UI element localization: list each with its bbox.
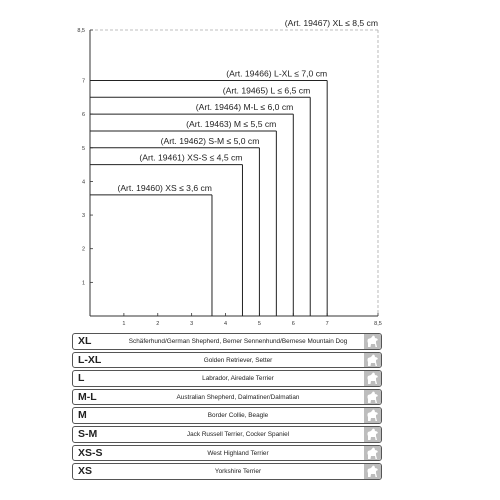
dog-badge	[364, 389, 381, 405]
y-tick-label: 8,5	[77, 28, 85, 34]
size-row: L Labrador, Airedale Terrier	[72, 370, 382, 387]
dog-silhouette-icon	[367, 428, 378, 440]
size-code: XS-S	[78, 446, 103, 459]
size-code: M	[78, 409, 87, 422]
dog-silhouette-icon	[367, 465, 378, 478]
size-code: L-XL	[78, 353, 102, 366]
y-tick-label: 2	[82, 247, 85, 253]
x-tick-label: 8,5	[374, 321, 382, 327]
dog-silhouette-icon	[367, 447, 378, 459]
breed-list: Yorkshire Terrier	[214, 468, 262, 476]
size-code: S-M	[78, 427, 98, 440]
dog-silhouette-icon	[367, 391, 378, 403]
step-label: (Art. 19463) M ≤ 5,5 cm	[186, 119, 276, 129]
size-code: XS	[78, 465, 93, 478]
y-tick-label: 4	[82, 179, 85, 185]
size-row: S-M Jack Russell Terrier, Cocker Spaniel	[72, 425, 382, 443]
step-label: (Art. 19461) XS-S ≤ 4,5 cm	[139, 153, 242, 163]
step-label: (Art. 19462) S-M ≤ 5,0 cm	[161, 136, 260, 146]
x-tick-label: 5	[258, 321, 261, 327]
step-label: (Art. 19465) L ≤ 6,5 cm	[223, 85, 311, 95]
size-row: M Border Collie, Beagle	[72, 407, 382, 424]
dog-badge	[364, 464, 381, 479]
breed-list: Golden Retriever, Setter	[203, 356, 273, 364]
size-row: XL Schäferhund/German Shepherd, Berner Se…	[72, 333, 382, 350]
dog-badge	[364, 371, 381, 386]
y-tick-label: 7	[82, 78, 85, 84]
step-label: (Art. 19467) XL ≤ 8,5 cm	[285, 18, 378, 28]
step-label: (Art. 19466) L-XL ≤ 7,0 cm	[226, 68, 327, 78]
size-row: XS-S West Highland Terrier	[72, 444, 382, 462]
size-row: M-L Australian Shepherd, Dalmatiner/Dalma…	[72, 388, 382, 406]
step-label: (Art. 19464) M-L ≤ 6,0 cm	[196, 102, 294, 112]
size-table: XL Schäferhund/German Shepherd, Berner Se…	[72, 333, 382, 482]
dog-badge	[364, 445, 381, 461]
dog-silhouette-icon	[367, 354, 378, 366]
dog-badge	[364, 426, 381, 442]
breed-list: West Highland Terrier	[207, 449, 269, 457]
step-label: (Art. 19460) XS ≤ 3,6 cm	[117, 183, 212, 193]
dog-badge	[364, 334, 381, 349]
size-step-chart: 1 2 3 4 5 6 7 8,5 1 2 3 4 5 6 7 8,5 (Art. 19467) XL ≤ 8…	[77, 18, 382, 327]
x-tick-label: 3	[190, 321, 193, 327]
size-row: XS Yorkshire Terrier	[72, 463, 382, 480]
size-code: L	[78, 372, 85, 385]
size-code: M-L	[78, 390, 97, 403]
breed-list: Australian Shepherd, Dalmatiner/Dalmatia…	[176, 393, 300, 401]
x-tick-label: 6	[292, 321, 295, 327]
y-tick-label: 3	[82, 213, 85, 219]
x-tick-label: 1	[122, 321, 125, 327]
size-row: L-XL Golden Retriever, Setter	[72, 351, 382, 369]
breed-list: Jack Russell Terrier, Cocker Spaniel	[186, 430, 290, 438]
dog-silhouette-icon	[367, 335, 378, 347]
y-tick-label: 6	[82, 112, 85, 118]
y-tick-label: 5	[82, 146, 85, 152]
y-tick-label: 1	[82, 280, 85, 286]
dog-badge	[364, 352, 381, 368]
size-code: XL	[78, 335, 92, 347]
dog-silhouette-icon	[367, 409, 378, 422]
x-tick-label: 2	[156, 321, 159, 327]
x-tick-label: 7	[326, 321, 329, 327]
dog-badge	[364, 408, 381, 423]
breed-list: Labrador, Airedale Terrier	[202, 375, 274, 383]
breed-list: Border Collie, Beagle	[207, 412, 269, 420]
breed-list: Schäferhund/German Shepherd, Berner Senn…	[128, 338, 348, 345]
dog-silhouette-icon	[367, 372, 378, 385]
x-tick-label: 4	[224, 321, 227, 327]
